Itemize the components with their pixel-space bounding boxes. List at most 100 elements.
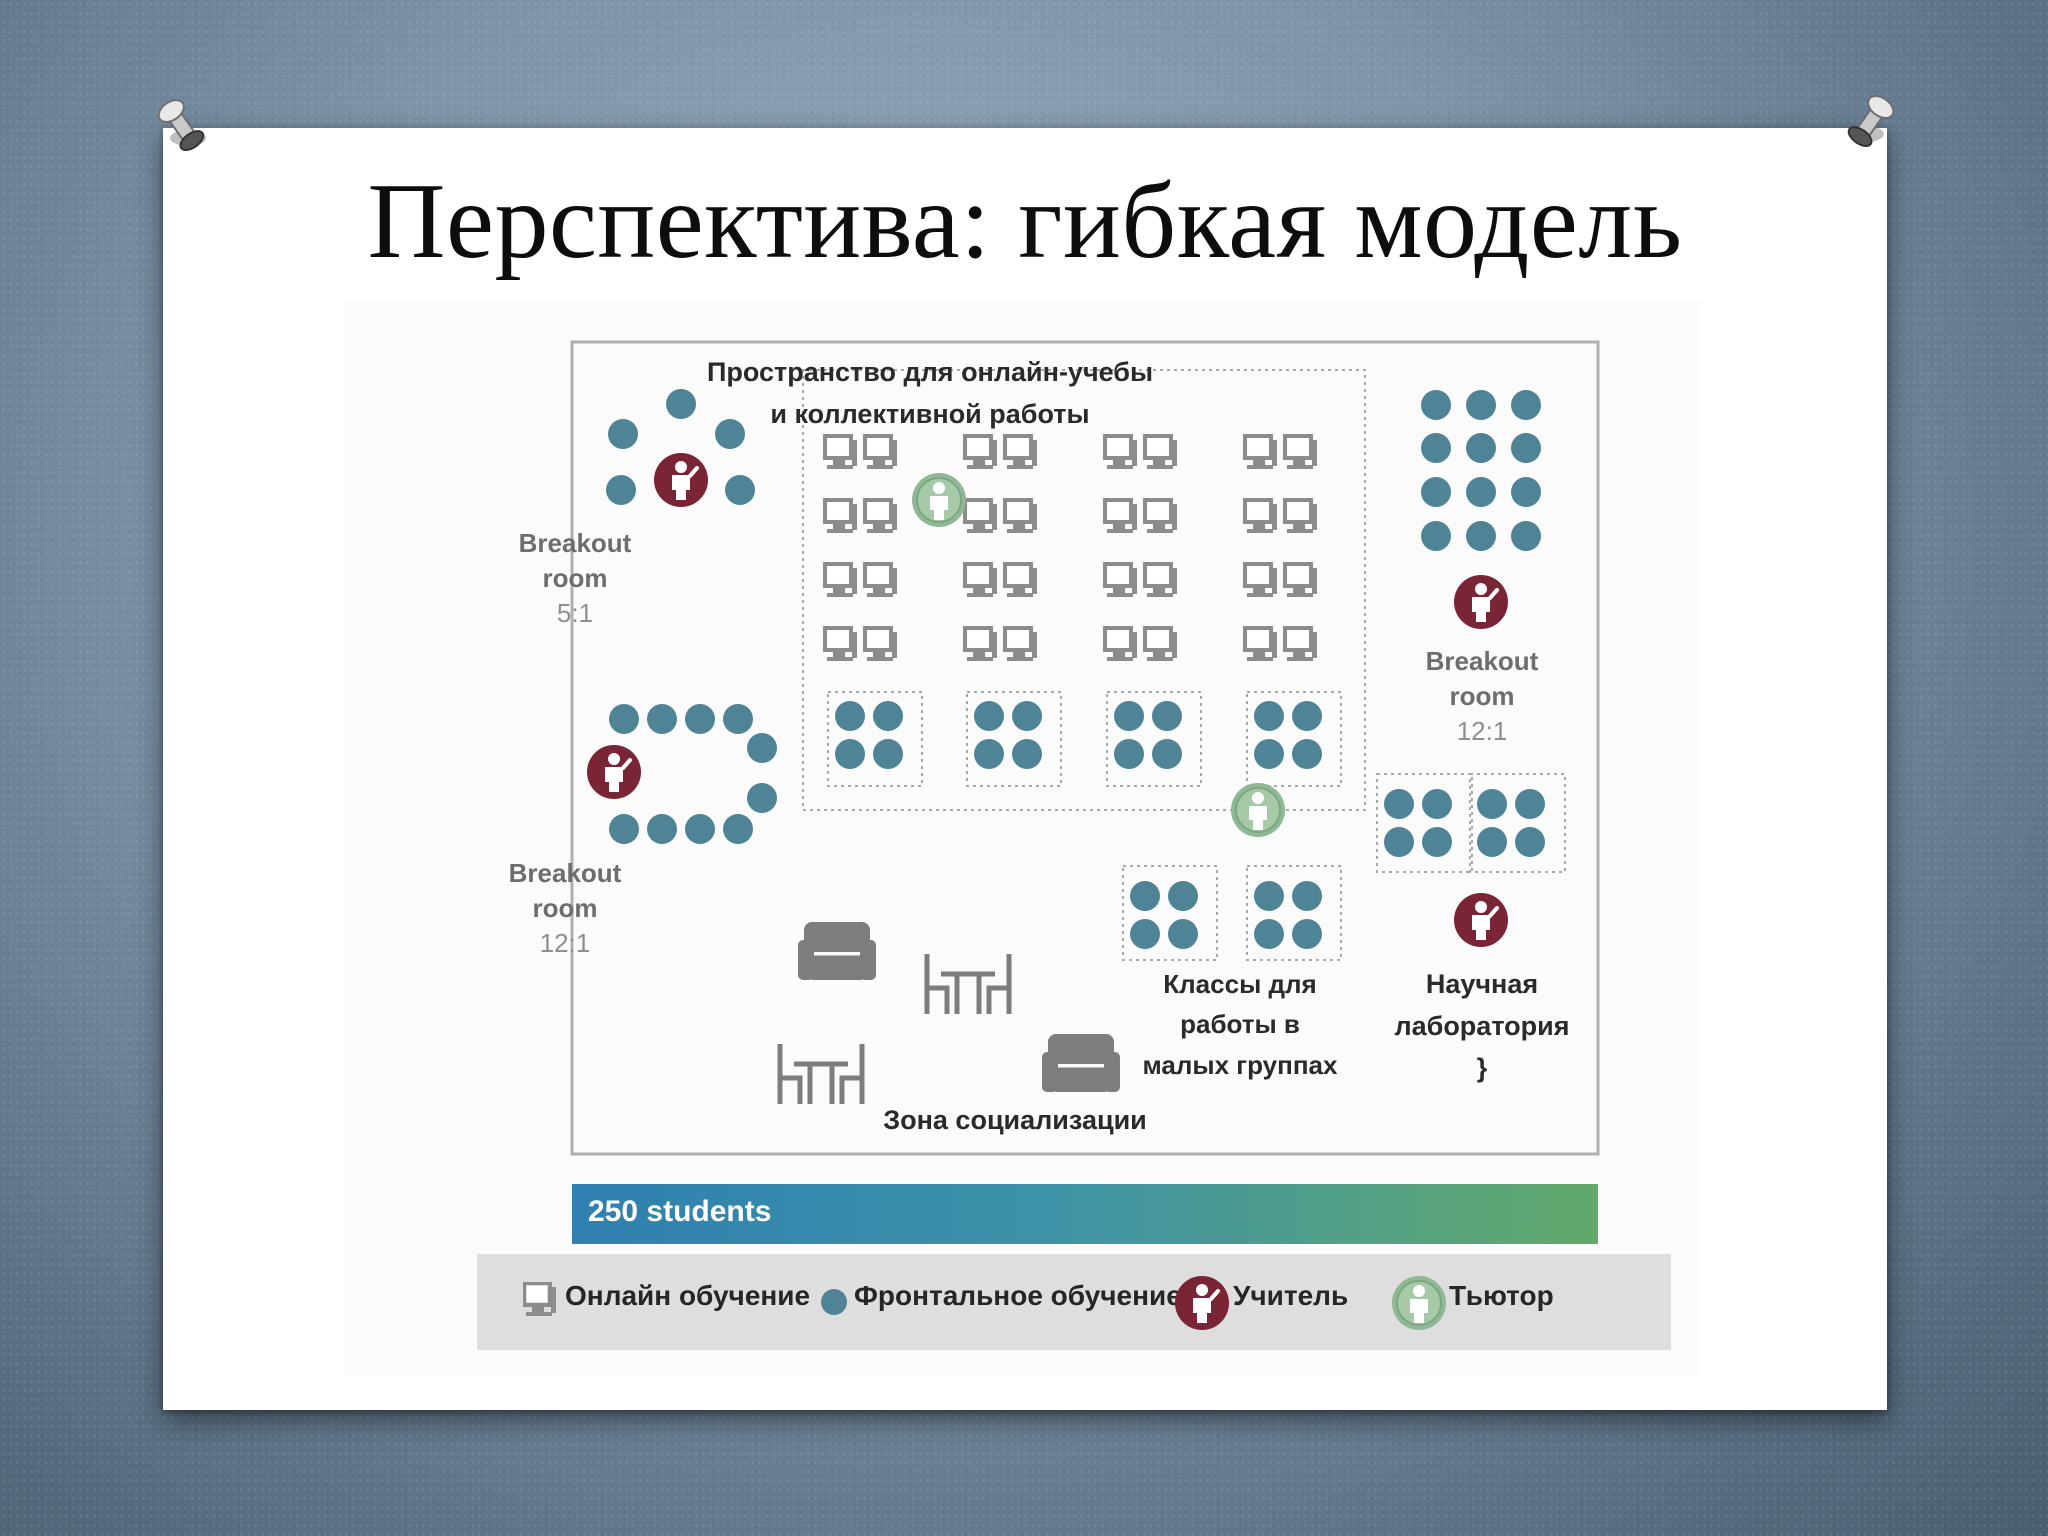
breakout-room-label-line1: Breakout	[1425, 646, 1539, 676]
breakout-room-label-line2: room	[542, 563, 608, 594]
table-chairs-icon	[927, 954, 1009, 1014]
computer-icon	[1143, 498, 1179, 535]
small-groups-label: Классы для работы в малых группах	[1115, 964, 1365, 1085]
student-dot-icon	[715, 419, 745, 449]
online-zone-label-line1: Пространство для онлайн-учебы	[706, 357, 1154, 387]
student-dot-icon	[835, 739, 865, 769]
student-dot-icon	[1477, 789, 1507, 819]
small-groups-label-line1: Классы для	[1163, 969, 1317, 999]
computer-icon	[863, 626, 899, 663]
computer-icon	[1243, 434, 1279, 471]
computer-icon	[1243, 626, 1279, 663]
small-groups-label-line3: малых группах	[1142, 1049, 1338, 1080]
computer-icon	[863, 498, 899, 535]
student-dot-icon	[1114, 739, 1144, 769]
computer-icon	[963, 626, 999, 663]
small-groups-label-line2: работы в	[1180, 1009, 1300, 1040]
online-zone-label-line2: и коллективной работы	[770, 398, 1090, 429]
students-bar-label: 250 students	[588, 1195, 772, 1228]
group-pod	[1246, 691, 1342, 787]
legend-online-label: Онлайн обучение	[565, 1280, 811, 1311]
student-dot-icon	[1012, 701, 1042, 731]
student-dot-icon	[1152, 739, 1182, 769]
teacher-icon	[1452, 891, 1510, 949]
group-pod	[827, 691, 923, 787]
computer-icon	[1283, 498, 1319, 535]
computer-icon	[863, 434, 899, 471]
student-dot-icon	[1130, 881, 1160, 911]
computer-icon	[1283, 562, 1319, 599]
student-dot-icon	[1384, 827, 1414, 857]
student-dot-icon	[1152, 701, 1182, 731]
lab-pod	[1376, 773, 1473, 873]
student-dot-icon	[1254, 701, 1284, 731]
student-dot-icon	[1421, 390, 1451, 420]
breakout-room-right-label: Breakout room 12:1	[1407, 644, 1557, 749]
student-dot-icon	[974, 739, 1004, 769]
computer-icon	[1003, 434, 1039, 471]
student-dot-icon	[1511, 477, 1541, 507]
student-dot-icon	[873, 739, 903, 769]
computer-icon	[1103, 626, 1139, 663]
legend: Онлайн обучение Фронтальное обучение Учи…	[477, 1254, 1671, 1350]
student-dot-icon	[1421, 433, 1451, 463]
computer-icon	[1103, 562, 1139, 599]
student-dot-icon	[609, 704, 639, 734]
student-dot-icon	[821, 1289, 847, 1315]
breakout-room-label-line2: room	[532, 893, 598, 924]
student-dot-icon	[647, 704, 677, 734]
computer-icon	[1283, 434, 1319, 471]
student-dot-icon	[1515, 827, 1545, 857]
student-dot-icon	[1421, 521, 1451, 551]
student-dot-icon	[1515, 789, 1545, 819]
student-dot-icon	[1254, 919, 1284, 949]
student-dot-icon	[1292, 701, 1322, 731]
student-dot-icon	[725, 475, 755, 505]
student-dot-icon	[1292, 881, 1322, 911]
student-dot-icon	[1466, 521, 1496, 551]
online-zone-border	[802, 369, 1366, 811]
student-dot-icon	[1422, 789, 1452, 819]
small-group-pod	[1246, 865, 1342, 961]
student-dot-icon	[1511, 521, 1541, 551]
computer-icon	[1143, 562, 1179, 599]
legend-teacher-label: Учитель	[1233, 1280, 1349, 1311]
sofa-icon	[1040, 1032, 1122, 1094]
student-dot-icon	[723, 704, 753, 734]
breakout-room-label-line1: Breakout	[508, 858, 622, 888]
student-dot-icon	[685, 814, 715, 844]
student-dot-icon	[1168, 881, 1198, 911]
table-chairs-icon	[780, 1044, 862, 1104]
student-dot-icon	[1384, 789, 1414, 819]
computer-icon	[823, 434, 859, 471]
tutor-icon	[1392, 1276, 1446, 1330]
computer-icon	[1243, 562, 1279, 599]
student-dot-icon	[1511, 433, 1541, 463]
slide-title: Перспектива: гибкая модель	[367, 162, 1683, 281]
student-dot-icon	[1422, 827, 1452, 857]
computer-icon	[1143, 626, 1179, 663]
pushpin-icon	[157, 99, 206, 151]
student-dot-icon	[723, 814, 753, 844]
breakout-room-left-bottom-label: Breakout room 12:1	[490, 856, 640, 961]
floor-plan-figure: Пространство для онлайн-учебы и коллекти…	[345, 300, 1701, 1376]
teacher-icon	[1175, 1276, 1229, 1330]
lab-label: Научная лаборатория }	[1372, 964, 1592, 1090]
tutor-icon	[911, 472, 967, 528]
teacher-icon	[652, 451, 710, 509]
computer-icon	[963, 562, 999, 599]
student-dot-icon	[1477, 827, 1507, 857]
computer-icon	[823, 562, 859, 599]
computer-icon	[1003, 562, 1039, 599]
lab-pod	[1469, 773, 1566, 873]
lab-label-line2: лаборатория	[1394, 1010, 1570, 1041]
computer-icon	[823, 498, 859, 535]
student-dot-icon	[747, 783, 777, 813]
student-dot-icon	[1421, 477, 1451, 507]
student-dot-icon	[1114, 701, 1144, 731]
student-dot-icon	[1511, 390, 1541, 420]
computer-icon	[823, 626, 859, 663]
student-dot-icon	[608, 419, 638, 449]
breakout-room-ratio: 12:1	[1456, 716, 1508, 747]
computer-icon	[1103, 498, 1139, 535]
